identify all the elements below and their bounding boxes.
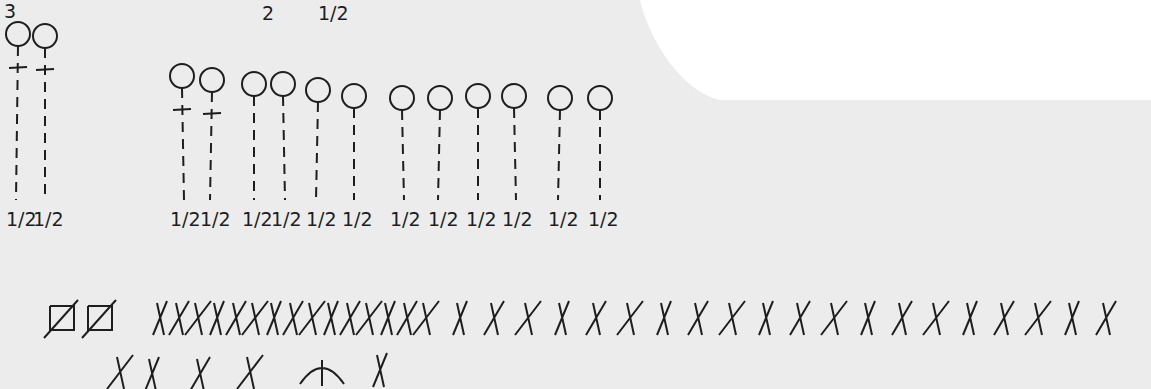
tally-mark [963,301,977,335]
tally-mark [759,301,773,335]
handwritten-number: 1/2 [33,210,64,229]
dashed-stem [514,108,516,200]
dashed-stem [210,92,212,200]
handwritten-number: 1/2 [306,210,337,229]
dashed-stem [283,96,285,200]
figure-head [271,72,295,96]
handwritten-number: 2 [262,4,274,23]
tally-mark [994,301,1014,335]
cross-bar [9,67,27,68]
dashed-stem [182,88,184,200]
tally-mark [790,301,810,335]
tally-mark [145,357,159,389]
tally-mark [356,301,382,335]
figure-head [466,84,490,108]
tally-mark [153,301,167,335]
tally-mark [169,301,189,335]
handwritten-number: 1/2 [200,210,231,229]
tally-mark [555,301,569,335]
tally-mark [242,301,268,335]
tally-mark [397,301,417,335]
tally-mark [210,301,224,335]
figure-head [588,86,612,110]
tally-mark [107,355,133,389]
figure-head [342,84,366,108]
dashed-stem [558,110,560,200]
handwritten-number: 1/2 [242,210,273,229]
handwritten-number: 1/2 [390,210,421,229]
figure-head [170,64,194,88]
dashed-stem [353,108,355,200]
handwritten-number: 1/2 [342,210,373,229]
dashed-stem [477,108,479,200]
handwritten-number: 1/2 [466,210,497,229]
dashed-stem [438,110,440,200]
tally-mark [185,301,211,335]
tally-mark [1065,301,1079,335]
dashed-stem [316,102,318,200]
dashed-stem [402,110,404,200]
tally-mark [413,301,439,335]
dashed-stem [599,110,601,200]
figure-head [306,78,330,102]
tally-mark [283,301,303,335]
handwritten-number: 1/2 [428,210,459,229]
figure-head [548,86,572,110]
tally-mark [657,301,671,335]
tally-mark [515,301,541,335]
handwritten-number: 1/2 [6,210,37,229]
tally-mark [719,301,745,335]
handwritten-number: 1/2 [170,210,201,229]
handwritten-number: 3 [4,2,16,21]
figure-head [502,84,526,108]
handwritten-number: 1/2 [548,210,579,229]
tally-mark [688,301,708,335]
crossed-box [44,300,78,338]
paper-light [640,0,1151,100]
dashed-stem [16,46,18,200]
figure-head [428,86,452,110]
tally-mark [453,301,467,335]
tally-mark [381,301,395,335]
handwritten-number: 1/2 [502,210,533,229]
tally-mark [1025,301,1051,335]
figure-head [33,24,57,48]
handwritten-number: 1/2 [588,210,619,229]
cross-bar [203,113,221,114]
figure-head [390,86,414,110]
tally-mark [821,301,847,335]
cross-bar [36,69,54,70]
tally-mark [373,353,387,387]
tally-mark [226,301,246,335]
figure-head [242,72,266,96]
tally-mark [190,357,210,389]
handwritten-number: 1/2 [271,210,302,229]
dashed-stem [44,48,46,200]
tally-mark [861,301,875,335]
tally-mark [237,355,263,389]
arc-mark [300,360,344,386]
tally-mark [299,301,325,335]
tally-mark [324,301,338,335]
tally-mark [267,301,281,335]
handwritten-number: 1/2 [318,4,349,23]
tally-mark [586,301,606,335]
figure-head [6,22,30,46]
tally-marks [44,300,1116,389]
tally-mark [892,301,912,335]
dashed-stem [253,96,255,200]
crossed-box [82,300,116,338]
figure-head [200,68,224,92]
tally-mark [617,301,643,335]
tally-mark [340,301,360,335]
cross-bar [173,109,191,110]
tally-mark [484,301,504,335]
lollipop-figures [6,22,612,200]
tally-mark [1096,301,1116,335]
tally-mark [923,301,949,335]
